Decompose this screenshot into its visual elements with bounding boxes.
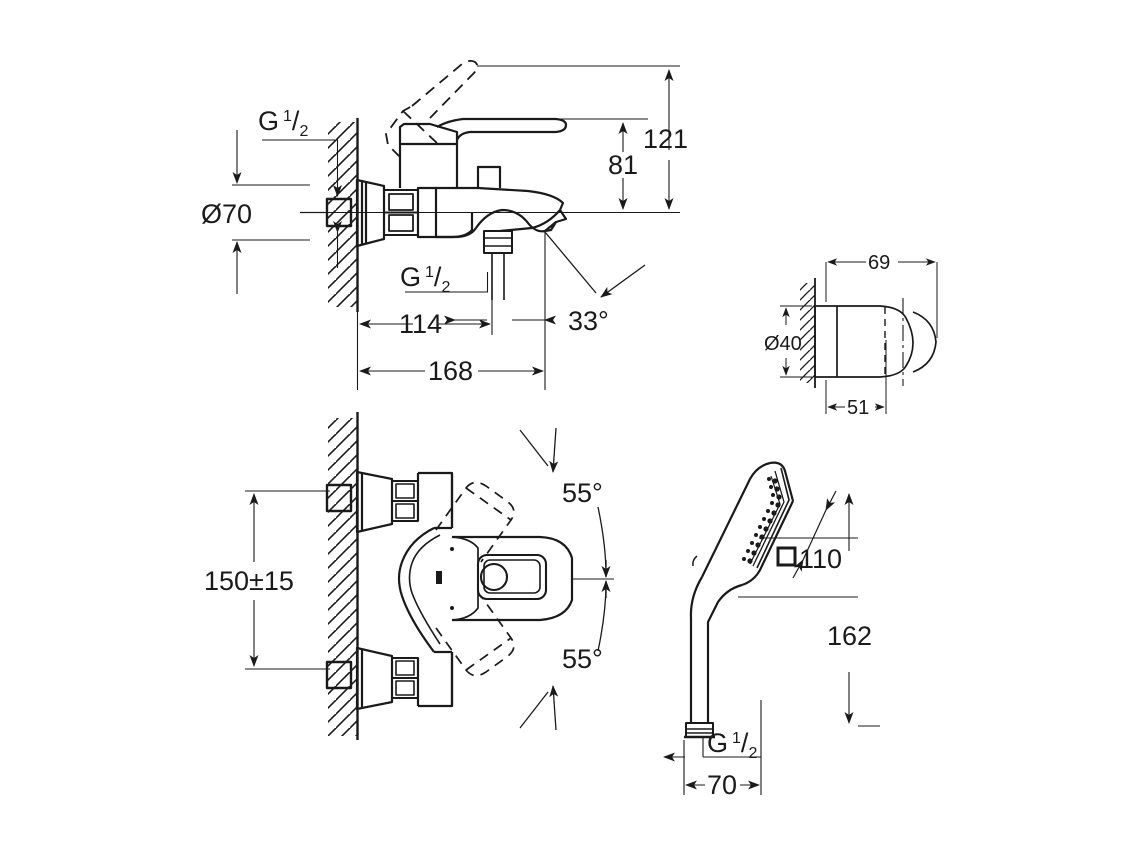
dim-angle-55-lower: 55° [519,580,611,731]
dim-diameter-70: Ø70 [201,130,310,294]
wall-holder-body [814,298,937,386]
view-front-elevation: 150±15 55° 55° [204,412,614,740]
dim-label-55-lower: 55° [562,644,603,674]
dim-angle-33: 33° [544,231,646,336]
spray-nozzles [742,477,782,564]
square-symbol [776,546,797,567]
wall-section-upper [328,118,359,312]
dim-angle-55-upper: 55° [519,427,611,578]
wall-section-lower [328,412,359,740]
dim-square-110: 110 [738,490,858,598]
dim-shower-162: 162 [827,493,880,727]
dim-holder-d40: Ø40 [764,305,812,378]
dim-label-diameter-70: Ø70 [201,199,252,229]
dim-label-121: 121 [643,124,688,154]
dim-label-168: 168 [428,356,473,386]
dim-lengths-group: 114 168 [356,232,546,390]
dim-label-81: 81 [608,150,638,180]
hand-shower-body [684,461,795,739]
view-wall-holder: 69 Ø40 51 [764,252,938,419]
dim-shower-70: 70 [683,700,762,800]
mixer-body-front [325,470,574,711]
dim-label-150: 150±15 [204,566,294,596]
dim-label-d40: Ø40 [764,333,802,355]
dim-label-55-upper: 55° [562,478,603,508]
dim-label-110: 110 [799,544,842,574]
wall-section-holder [800,278,816,388]
dim-label-114: 114 [399,309,442,339]
dim-label-162: 162 [827,621,872,651]
dim-holder-51: 51 [825,340,887,419]
dim-label-33: 33° [568,306,609,336]
dim-label-69: 69 [868,252,890,274]
dim-holder-69: 69 [825,252,938,338]
dim-centers-150: 150±15 [204,490,330,670]
dim-label-51: 51 [847,397,869,419]
dim-heights-group: 121 81 [477,65,688,214]
dim-label-70: 70 [707,770,737,800]
